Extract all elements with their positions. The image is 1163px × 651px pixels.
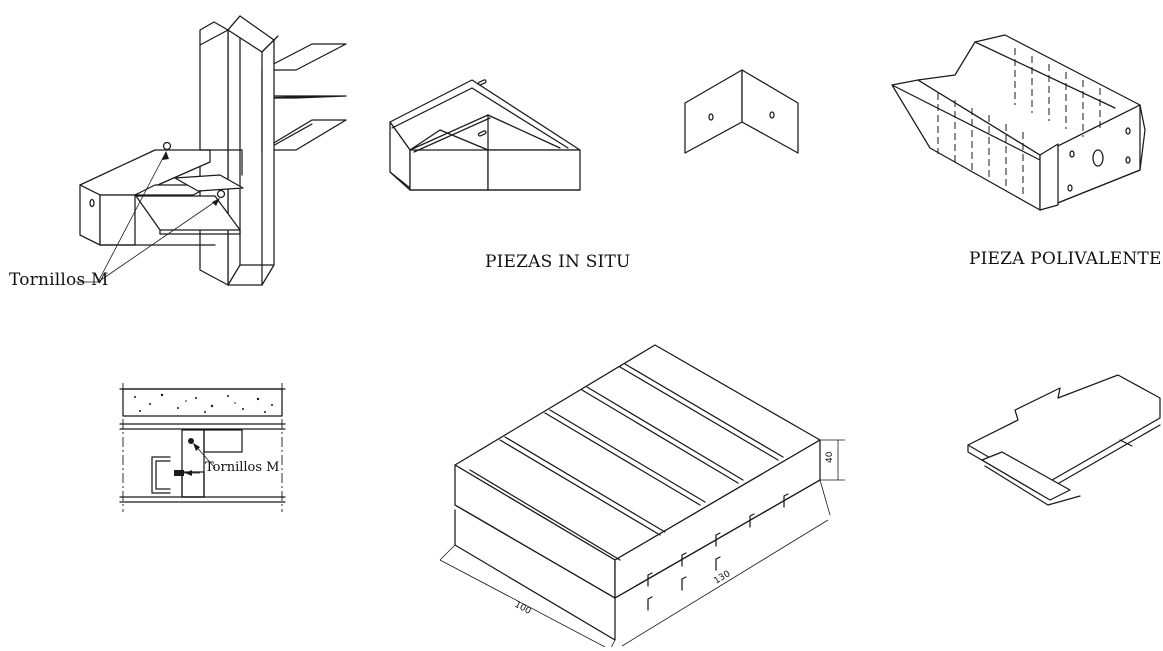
polyvalent-piece xyxy=(891,34,1146,211)
slotted-block xyxy=(439,344,845,651)
label-pieza-polivalente: PIEZA POLIVALENTE xyxy=(969,249,1162,269)
label-piezas-in-situ: PIEZAS IN SITU xyxy=(485,252,631,272)
angle-bracket xyxy=(684,69,799,154)
section-detail xyxy=(119,383,286,512)
dimension-height: 40 xyxy=(825,451,835,463)
flat-plate-piece xyxy=(967,374,1161,506)
label-tornillos-section: Tornillos M xyxy=(205,460,280,475)
dimension-lines xyxy=(439,439,845,651)
u-connector xyxy=(134,149,244,235)
block-slots xyxy=(469,363,784,561)
tornillos-leader xyxy=(76,151,220,283)
fold-lines xyxy=(937,48,1101,194)
concrete-hatch xyxy=(134,393,273,413)
back-beam xyxy=(261,43,347,153)
joint-assembly-figure xyxy=(76,15,347,286)
dimension-width: 100 xyxy=(513,600,533,617)
screw-hole xyxy=(216,189,226,199)
dimension-length: 130 xyxy=(712,569,732,587)
front-beam xyxy=(79,149,216,246)
label-tornillos-main: Tornillos M xyxy=(9,270,109,290)
screw-hole xyxy=(162,141,172,151)
block-notches xyxy=(647,493,789,611)
l-channel-piece xyxy=(389,79,581,191)
